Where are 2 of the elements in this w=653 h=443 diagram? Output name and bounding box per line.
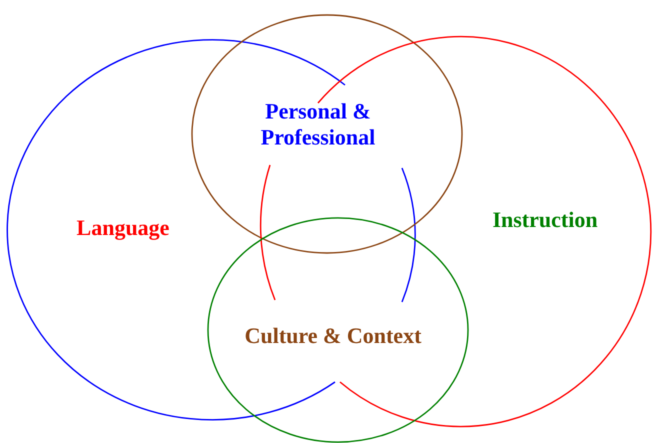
region-label: Language [76,214,170,242]
region-label: Instruction [491,206,599,234]
